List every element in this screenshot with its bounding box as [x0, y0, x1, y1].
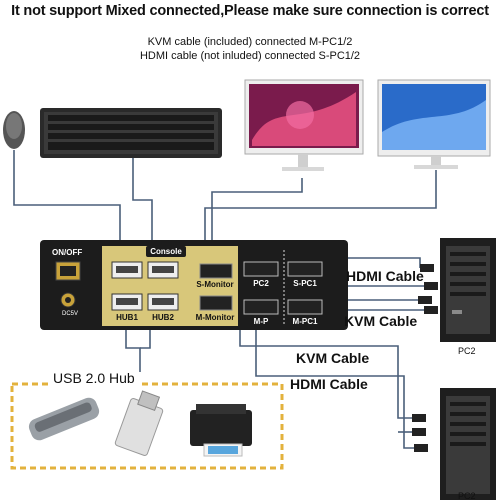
m-monitor-label: M-Monitor	[195, 313, 235, 322]
monitor-2-icon	[377, 79, 491, 169]
kvm-cable-label-top: KVM Cable	[344, 313, 418, 329]
monitor-1-icon	[244, 79, 364, 171]
s-monitor-label: S-Monitor	[196, 280, 234, 289]
pc2-port-label: PC2	[253, 279, 269, 288]
power-label: ON/OFF	[52, 248, 83, 257]
pc2-label: PC2	[458, 346, 476, 356]
warning-text: It not support Mixed connected,Please ma…	[11, 3, 489, 19]
hub2-label: HUB2	[152, 313, 174, 322]
usb-hub-label: USB 2.0 Hub	[50, 370, 138, 386]
dc-label: DC5V	[62, 311, 79, 317]
s-pc1-label: S-PC1	[293, 279, 317, 288]
usb-hub-frame	[10, 382, 284, 470]
pc-bottom-icon	[440, 388, 496, 500]
m-pc1-label: M-PC1	[292, 317, 318, 326]
console-panel	[102, 246, 238, 326]
m-pc-label: M-P	[253, 317, 269, 326]
printer-icon	[190, 404, 252, 457]
mouse-icon	[3, 111, 25, 149]
hdmi-cable-label-top: HDMI Cable	[346, 268, 424, 284]
usb-hub-icon	[28, 397, 100, 441]
usb-stick-icon	[114, 390, 164, 456]
keyboard-icon	[40, 108, 222, 158]
kvm-cable-note: KVM cable (included) connected M-PC1/2	[147, 36, 353, 48]
pc-top-icon	[440, 238, 496, 342]
kvm-cable-label-bottom: KVM Cable	[296, 350, 370, 366]
pc-bottom-label: PC2	[458, 491, 476, 501]
hdmi-cable-note: HDMI cable (not inluded) connected S-PC1…	[139, 50, 361, 62]
hub1-label: HUB1	[116, 313, 138, 322]
console-label: Console	[146, 246, 186, 257]
hdmi-cable-label-bottom: HDMI Cable	[290, 376, 368, 392]
kvm-switch	[40, 240, 348, 330]
